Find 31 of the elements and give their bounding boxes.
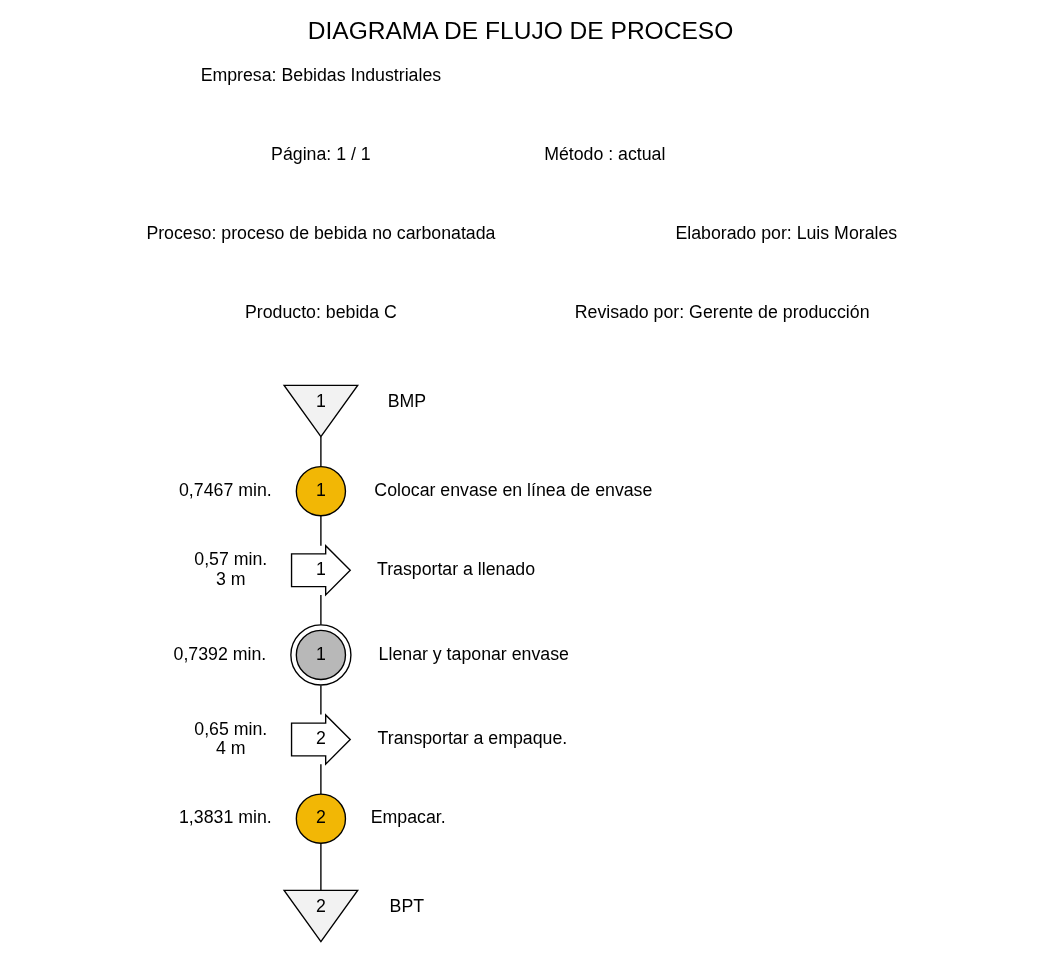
node-label: Colocar envase en línea de envase xyxy=(373,479,652,500)
node-label: 0,7467 min. xyxy=(178,479,272,500)
node-label: 4 m xyxy=(215,737,246,758)
node-label: Llenar y taponar envase xyxy=(378,643,569,664)
connector xyxy=(319,763,322,795)
node-label: 1,3831 min. xyxy=(178,807,272,828)
connector xyxy=(319,594,322,626)
label: Revisado por: Gerente de producción xyxy=(574,302,870,323)
label: Empresa: Bebidas Industriales xyxy=(200,64,441,85)
connector xyxy=(319,842,322,891)
node-circle: 1 xyxy=(289,624,352,686)
node-label: 0,57 min. xyxy=(193,549,267,570)
label: Producto: bebida C xyxy=(244,302,397,323)
node-label: Transportar a empaque. xyxy=(377,728,567,749)
node-label: Trasportar a llenado xyxy=(376,558,535,579)
node-label: 0,7392 min. xyxy=(173,643,266,664)
connector xyxy=(319,684,322,716)
diagram-title: DIAGRAMA DE FLUJO DE PROCESO xyxy=(307,16,733,44)
label: Página: 1 / 1 xyxy=(270,144,371,165)
node-label: Empacar. xyxy=(370,807,446,828)
node-circle: 1 xyxy=(295,465,346,517)
node-label: BMP xyxy=(387,391,426,412)
connector xyxy=(319,515,322,547)
node-label: 0,65 min. xyxy=(193,718,267,739)
node-circle: 2 xyxy=(295,793,346,844)
label: Elaborado por: Luis Morales xyxy=(674,223,897,244)
label: Método : actual xyxy=(543,144,665,165)
node-label: BPT xyxy=(389,896,424,917)
node-label: 3 m xyxy=(215,568,246,589)
connector xyxy=(319,436,322,468)
label: Proceso: proceso de bebida no carbonatada xyxy=(145,223,495,244)
